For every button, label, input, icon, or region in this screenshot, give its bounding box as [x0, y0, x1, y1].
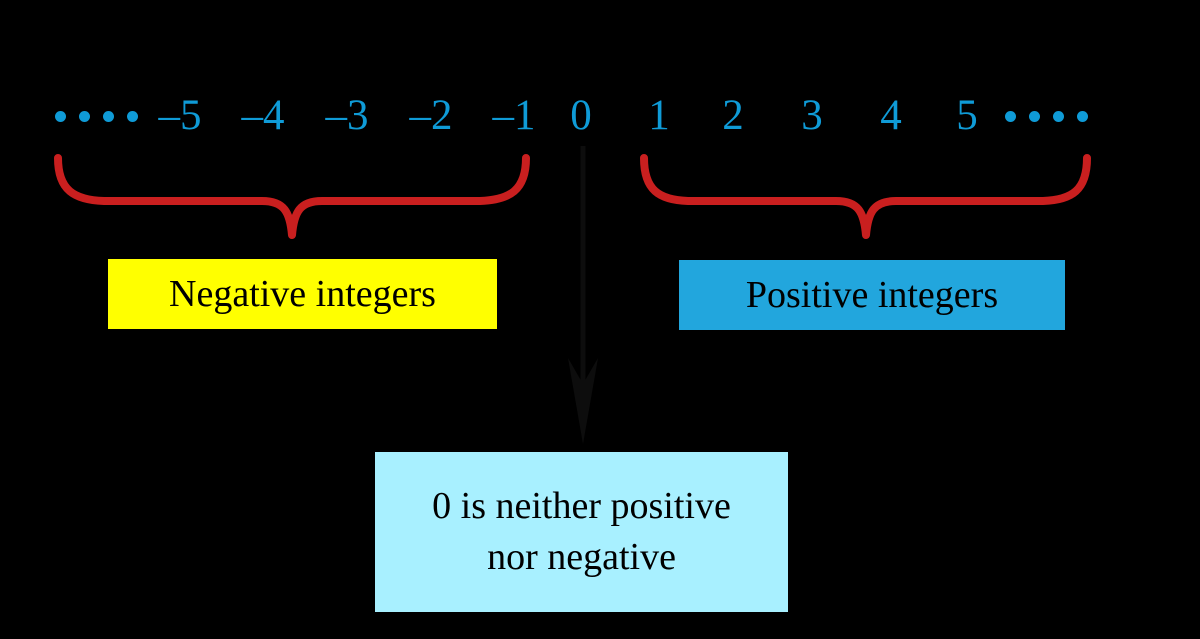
number-label-neg3: –3 — [325, 92, 369, 139]
ellipsis-dot — [55, 110, 66, 122]
number-label-neg1: –1 — [492, 92, 536, 139]
number-label-5: 5 — [956, 92, 978, 139]
number-label-4: 4 — [880, 92, 902, 139]
positive-integers-label-box: Positive integers — [679, 260, 1065, 330]
number-label-neg2: –2 — [409, 92, 453, 139]
ellipsis-dot — [1029, 110, 1040, 122]
zero-note-box: 0 is neither positive nor negative — [375, 452, 788, 612]
zero-note-line-2: nor negative — [487, 536, 676, 578]
ellipsis-dot — [79, 110, 90, 122]
positive-integers-label: Positive integers — [745, 274, 999, 316]
negative-brace — [52, 154, 532, 242]
ellipsis-dot — [103, 110, 114, 122]
left-ellipsis — [55, 86, 138, 146]
negative-integers-label: Negative integers — [169, 273, 436, 315]
zero-to-note-arrow — [566, 146, 606, 446]
zero-note-line-1: 0 is neither positive — [432, 484, 731, 527]
negative-integers-label-box: Negative integers — [108, 259, 497, 329]
number-label-1: 1 — [648, 92, 670, 139]
number-label-2: 2 — [722, 92, 744, 139]
number-label-neg5: –5 — [158, 92, 202, 139]
positive-brace — [638, 154, 1093, 242]
ellipsis-dot — [1005, 110, 1016, 122]
number-line: –5 –4 –3 –2 –1 0 1 2 3 4 5 — [0, 86, 1200, 146]
zero-note-text: 0 is neither positive nor negative — [432, 481, 731, 584]
ellipsis-dot — [127, 110, 138, 122]
ellipsis-dot — [1077, 110, 1088, 122]
ellipsis-dot — [1053, 110, 1064, 122]
number-label-neg4: –4 — [241, 92, 285, 139]
number-label-3: 3 — [801, 92, 823, 139]
number-label-0: 0 — [570, 92, 592, 139]
right-ellipsis — [1005, 86, 1088, 146]
